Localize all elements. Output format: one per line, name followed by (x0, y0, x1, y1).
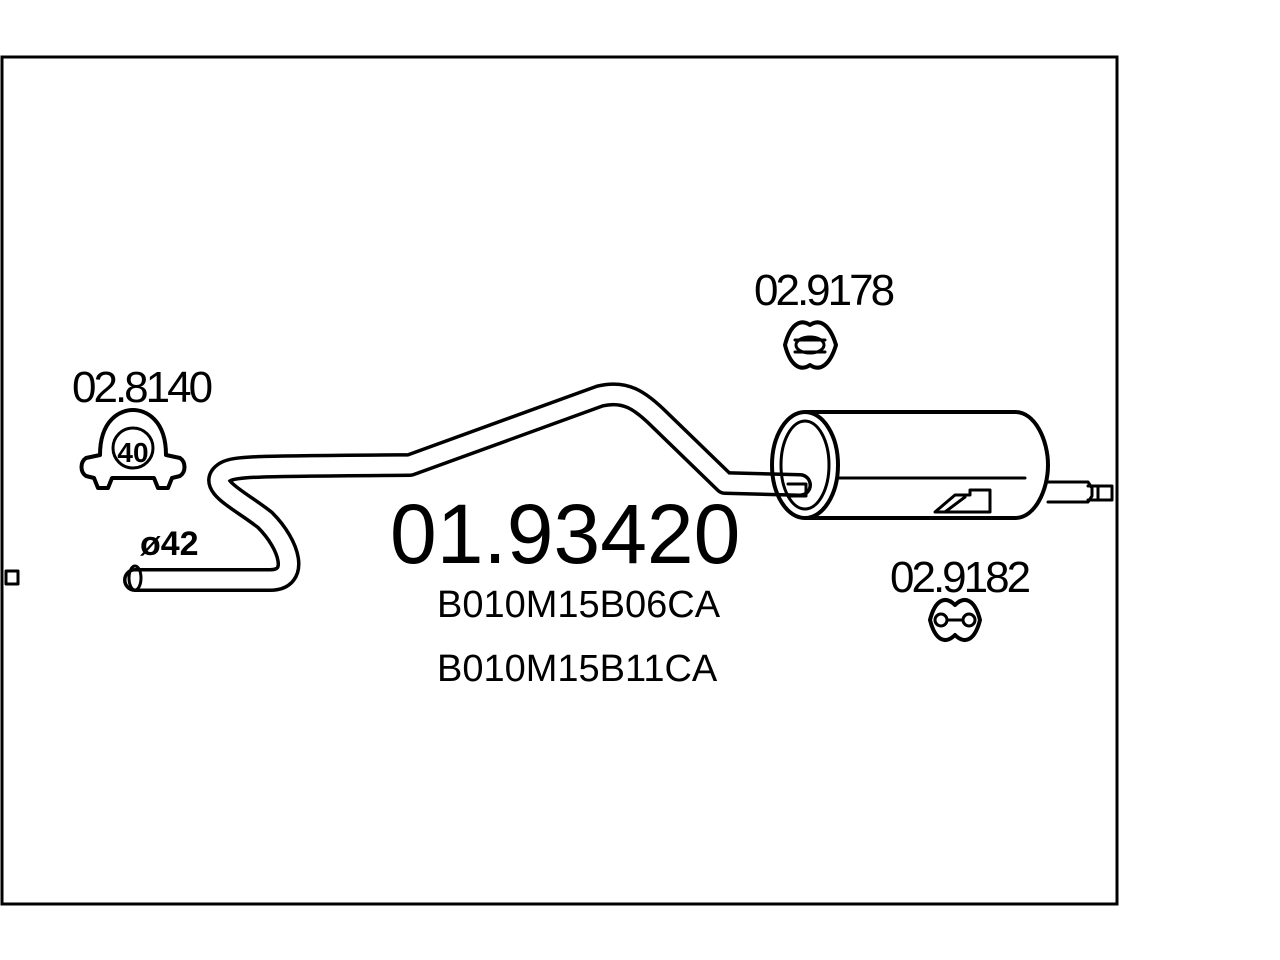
pipe-diameter-label: ø42 (140, 525, 199, 563)
diagram-frame (0, 55, 1119, 906)
hanger-top-part-number: 02.9178 (754, 266, 894, 315)
left-connector (4, 569, 20, 586)
hanger-bottom-part-number: 02.9182 (890, 553, 1030, 602)
exhaust-clamp-icon: 40 (79, 408, 187, 490)
vehicle-code-2: B010M15B11CA (437, 648, 718, 690)
rubber-hanger-bottom-icon (928, 598, 982, 642)
main-part-number: 01.93420 (390, 487, 740, 581)
rubber-hanger-top-icon (783, 320, 838, 370)
clamp-size: 40 (117, 437, 148, 468)
vehicle-code-1: B010M15B06CA (437, 584, 721, 626)
exhaust-pipe (123, 382, 812, 592)
rear-muffler (770, 410, 1114, 520)
pipe-inlet-end (127, 564, 143, 592)
clamp-part-number: 02.8140 (72, 363, 212, 412)
